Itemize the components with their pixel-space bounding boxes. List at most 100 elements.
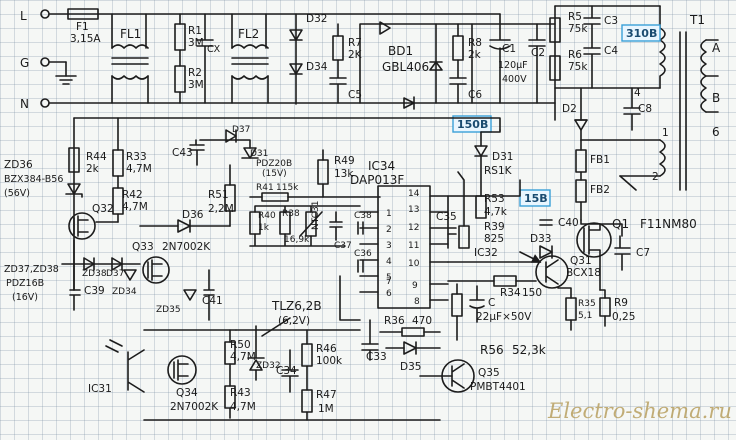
r36-label: R36 <box>384 315 405 327</box>
r43-label: R43 <box>230 387 251 399</box>
r8-label: R8 <box>468 37 482 49</box>
r44-value: 2k <box>86 163 100 175</box>
capacitor-c35 <box>447 227 457 235</box>
tag-310v-text: 310B <box>626 27 657 40</box>
c4-label: C4 <box>604 45 618 57</box>
d2-label: D2 <box>562 103 577 115</box>
r36-value: 470 <box>412 315 432 327</box>
ic-pin10: 10 <box>408 259 420 269</box>
transistor-q32 <box>68 212 96 240</box>
r41-label: R41 <box>256 183 274 193</box>
q32-label: Q32 <box>92 203 114 215</box>
fl1-label: FL1 <box>120 27 141 41</box>
zd37-short-label: D37 <box>106 269 124 279</box>
ic-pin7: 7 <box>386 277 392 287</box>
r46-label: R46 <box>316 343 337 355</box>
r47-value: 1M <box>318 403 334 415</box>
ferrite-fb1 <box>575 149 587 173</box>
ic34-body <box>377 185 431 309</box>
ic-pin1: 1 <box>386 209 392 219</box>
resistor-r6 <box>549 55 561 81</box>
ic31-label: IC31 <box>88 383 112 395</box>
ic-pin12: 12 <box>408 223 419 233</box>
r39-label: R39 <box>484 221 505 233</box>
c-value: 22µF×50V <box>476 311 532 323</box>
r47-label: R47 <box>316 389 337 401</box>
terminal-l-label: L <box>20 9 27 23</box>
r35-value: 5,1 <box>578 311 592 321</box>
resistor-r5 <box>549 17 561 43</box>
bd1-part: GBL406 <box>382 60 429 74</box>
diode-d37 <box>225 129 237 143</box>
startup-protection-section: R44 2k R33 4,7M R42 4,7M ZD36 BZX384-B56… <box>4 117 292 321</box>
c40-label: C40 <box>558 217 579 229</box>
r49-label: R49 <box>334 155 355 167</box>
capacitor-c34 <box>281 349 299 393</box>
ic-pin13: 13 <box>408 205 419 215</box>
c43-label: C43 <box>172 147 193 159</box>
c1-value: 120µF <box>498 60 528 71</box>
capacitor-cx <box>196 13 214 104</box>
terminal-n-label: N <box>20 97 29 111</box>
c-label: C <box>488 297 495 309</box>
tag-150v <box>452 115 492 133</box>
d37-label: D37 <box>232 125 250 135</box>
terminal-g-label: G <box>20 56 29 70</box>
resistor-r49 <box>317 159 329 185</box>
resistor-r46 <box>301 343 313 367</box>
q35-label: Q35 <box>478 367 500 379</box>
diode-d2 <box>574 119 588 131</box>
r7-label: R7 <box>348 37 362 49</box>
resistor-r41 <box>261 192 289 202</box>
r53-label: R53 <box>484 193 505 205</box>
diode-d31-rs1k <box>474 145 488 157</box>
r43-value: 4,7M <box>230 401 256 413</box>
tlz62b-voltage: (6,2V) <box>278 315 310 327</box>
zd37-voltage: (16V) <box>12 292 38 303</box>
r42-value: 4,7M <box>122 201 148 213</box>
r33-value: 4,7M <box>126 163 152 175</box>
capacitor-c7 <box>614 235 631 271</box>
pdz20b-voltage: (15V) <box>262 169 287 179</box>
resistor-r47 <box>301 389 313 413</box>
r5-value: 75k <box>568 23 588 35</box>
fuse-ref-label: F1 <box>76 21 89 33</box>
diode-d36 <box>177 219 191 233</box>
zd36-label: ZD36 <box>4 159 33 171</box>
q33-part: 2N7002K <box>162 241 211 253</box>
resistor-r36 <box>401 327 425 337</box>
transistor-q31 <box>535 255 569 289</box>
d32-label: D32 <box>306 13 327 25</box>
ic-pin3: 3 <box>386 241 392 251</box>
r35-label: R35 <box>578 299 596 309</box>
resistor-r8 <box>452 35 464 61</box>
pin1-label: 1 <box>662 127 669 139</box>
r6-label: R6 <box>568 49 582 61</box>
d31-left-label: D31 <box>250 149 268 159</box>
transistor-q33 <box>142 256 170 284</box>
tag-150v-text: 150B <box>457 118 488 131</box>
diode-d32 <box>289 29 303 41</box>
c35-label: C35 <box>436 211 457 223</box>
ic-pin11: 11 <box>408 241 419 251</box>
ic34-label: IC34 <box>368 159 395 173</box>
zd37-label: ZD37,ZD38 <box>4 264 59 275</box>
bd1-label: BD1 <box>388 44 413 58</box>
q33-label: Q33 <box>132 241 154 253</box>
capacitor-c37 <box>329 211 343 241</box>
q31-label: Q31 <box>570 255 592 267</box>
r49-value: 13k <box>334 168 354 180</box>
zener-zd38 <box>83 257 95 271</box>
resistor-r1 <box>174 23 186 51</box>
capacitor-c40 <box>539 219 553 226</box>
zd32-label: ZD32 <box>256 361 281 371</box>
ntc31-label: NTC31 <box>311 201 321 230</box>
fb1-label: FB1 <box>590 154 610 166</box>
bridge-bd1 <box>359 23 473 104</box>
terminal-l <box>40 9 50 19</box>
capacitor-c36 <box>357 259 364 273</box>
output-drive-section: D31 RS1K R53 4,7k R39 825 C35 IC32 C40 D… <box>361 129 697 393</box>
zener-zd36 <box>67 183 81 195</box>
ic-pin14: 14 <box>408 189 420 199</box>
